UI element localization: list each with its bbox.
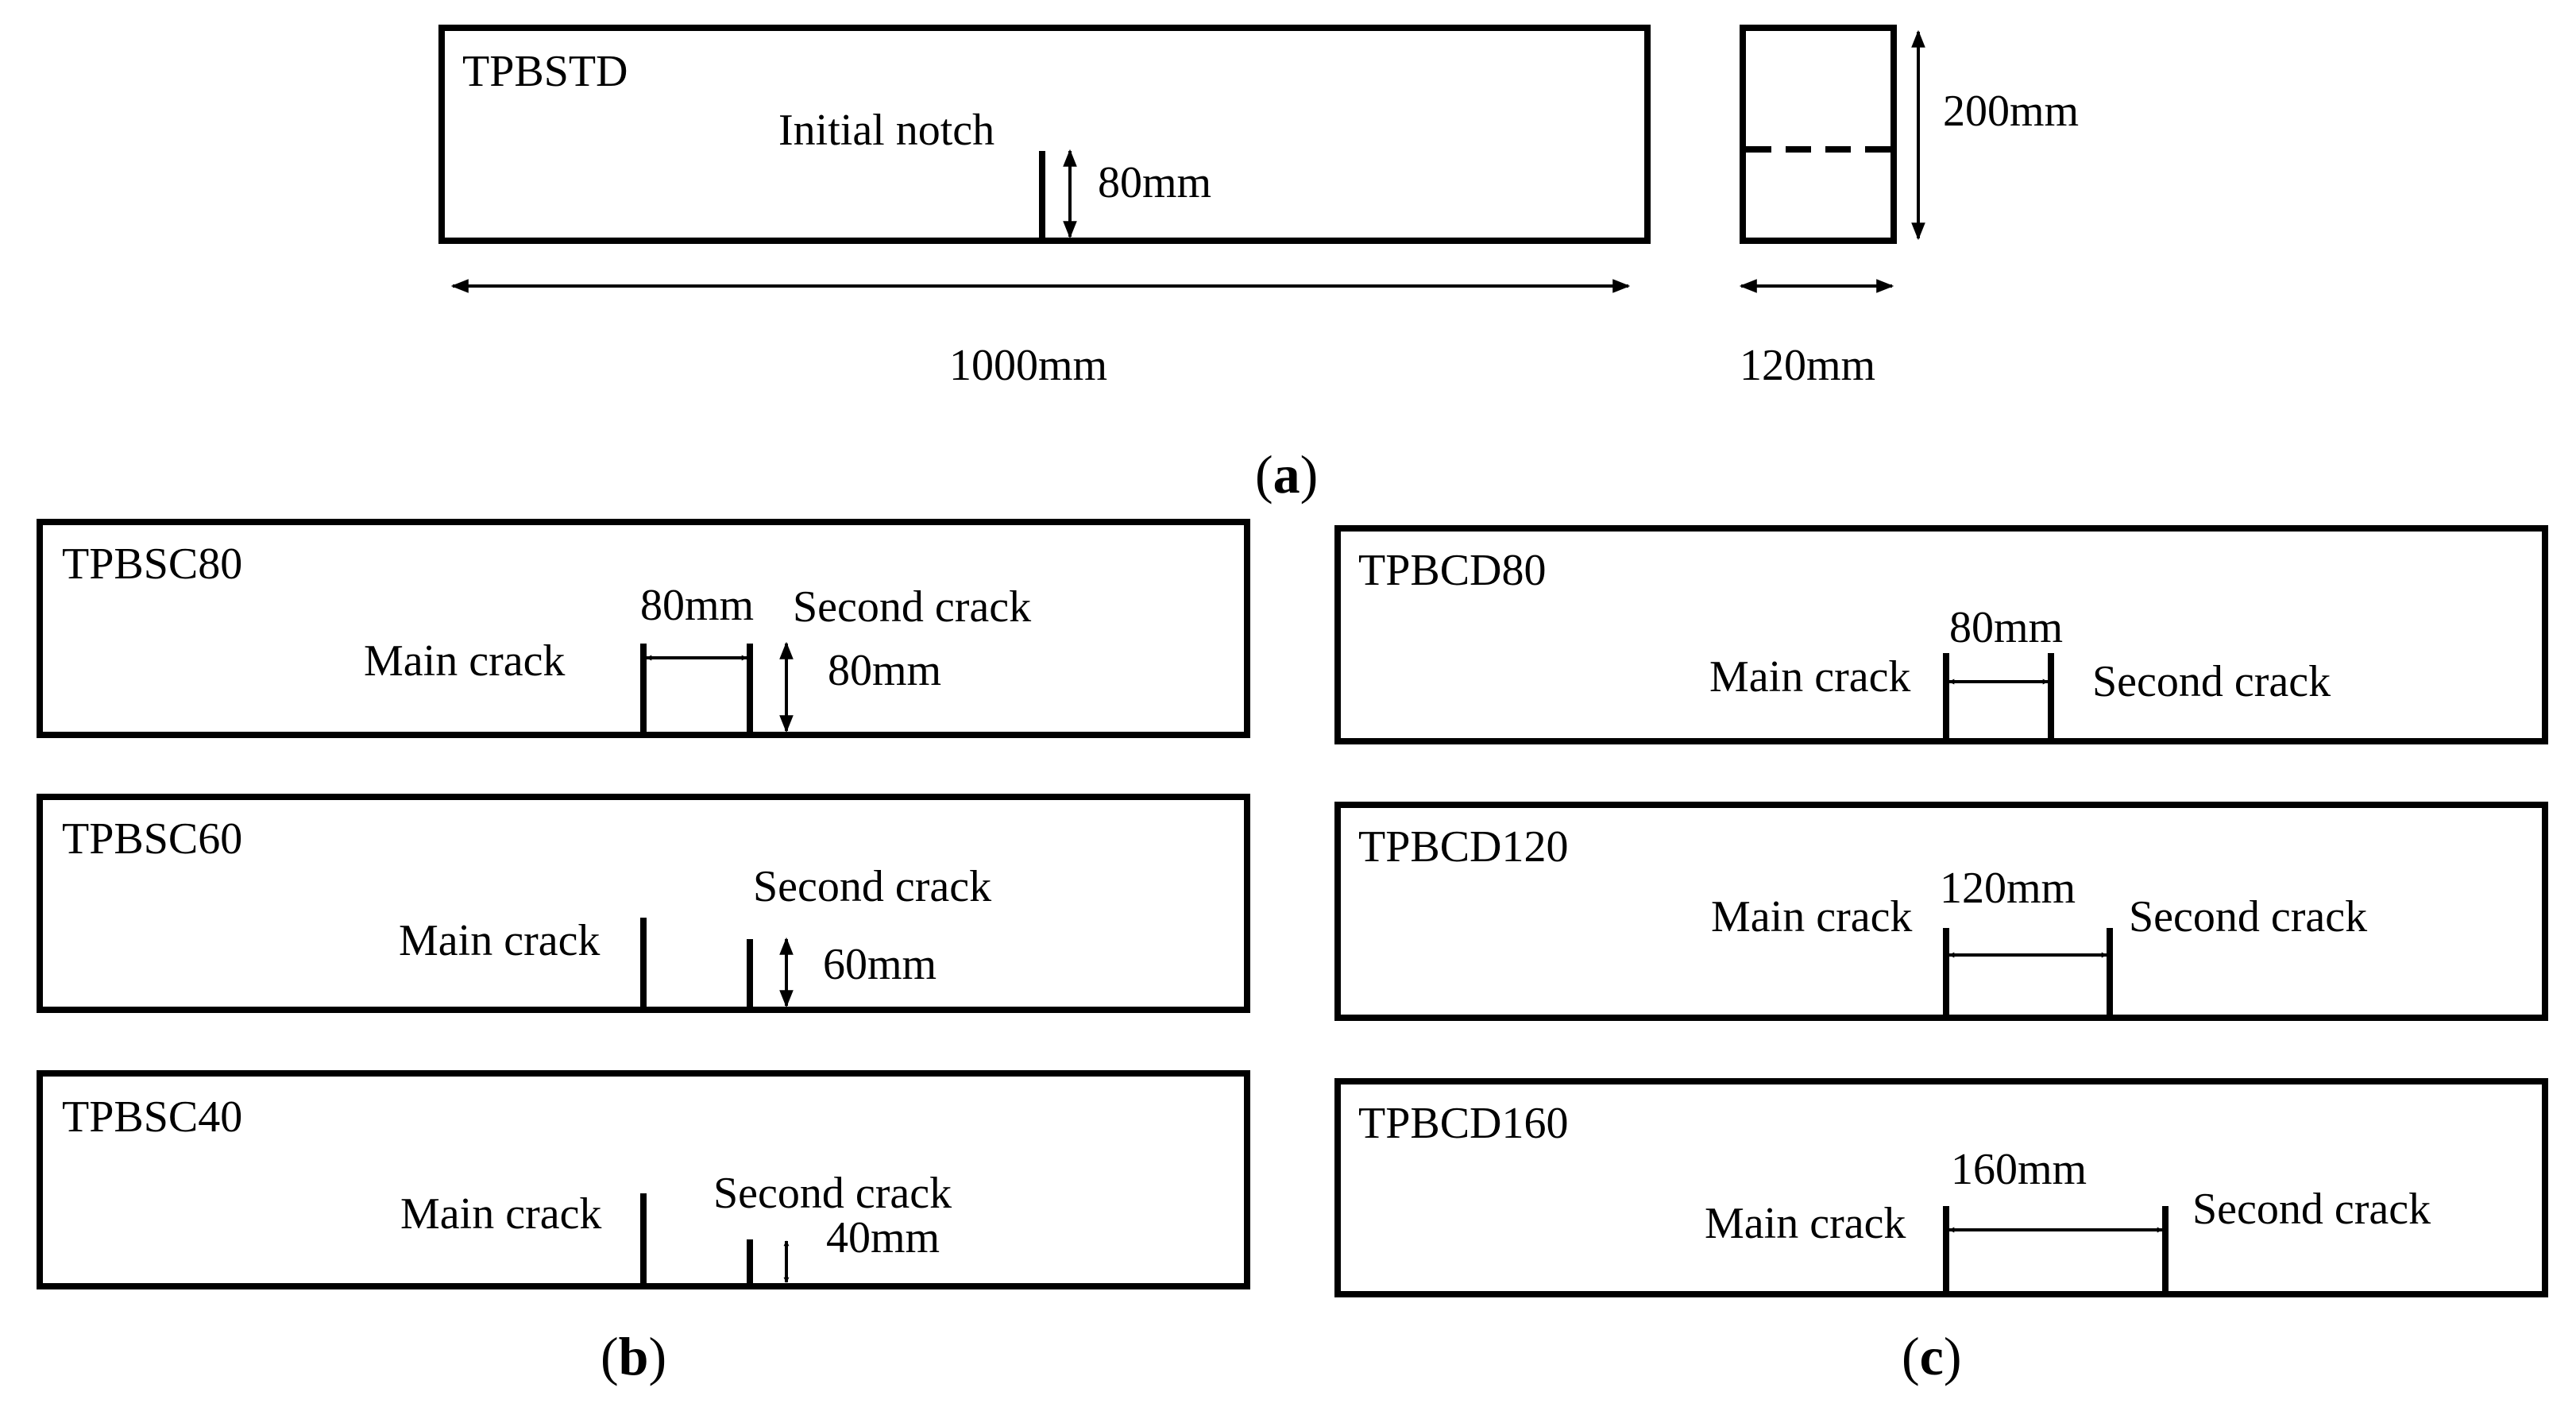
beam-outline xyxy=(1334,1078,2548,1297)
second-crack-label: Second crack xyxy=(753,862,991,911)
depth-label: 60mm xyxy=(823,940,937,989)
main-crack-label: Main crack xyxy=(1711,892,1912,941)
main-crack-label: Main crack xyxy=(364,636,565,686)
notch-label: Initial notch xyxy=(778,106,994,155)
caption-a: (a) xyxy=(1255,444,1318,505)
beam-tpbsc40: TPBSC40 Main crack Second crack 40mm xyxy=(37,1070,1250,1289)
spacing-label: 80mm xyxy=(640,581,754,630)
specimen-label: TPBSC80 xyxy=(62,539,242,589)
beam-tpbcd160: TPBCD160 Main crack 160mm Second crack xyxy=(1334,1078,2548,1297)
second-crack-label: Second crack xyxy=(2092,657,2331,706)
notch-depth-label: 80mm xyxy=(1098,158,1211,207)
beam-tpbsc80: TPBSC80 Main crack 80mm Second crack 80m… xyxy=(37,519,1250,738)
panel-c: TPBCD80 Main crack 80mm Second crack TPB… xyxy=(1334,525,2548,1386)
beam-tpbsc60: TPBSC60 Main crack Second crack 60mm xyxy=(37,794,1250,1013)
caption-b: (b) xyxy=(601,1326,666,1386)
beam-outline xyxy=(1334,802,2548,1021)
main-crack-label: Main crack xyxy=(1705,1199,1906,1248)
caption-c: (c) xyxy=(1902,1326,1962,1386)
panel-a: TPBSTD Initial notch 80mm 1000mm 200mm 1… xyxy=(438,25,2079,505)
second-crack-label: Second crack xyxy=(2129,892,2367,941)
spacing-label: 120mm xyxy=(1940,864,2076,913)
spacing-label: 80mm xyxy=(1949,603,2063,652)
main-crack-label: Main crack xyxy=(400,1189,601,1239)
second-crack-label: Second crack xyxy=(793,582,1031,632)
width-label: 120mm xyxy=(1740,341,1875,390)
specimen-label: TPBSTD xyxy=(462,47,628,96)
depth-label: 80mm xyxy=(828,646,941,695)
specimen-label: TPBCD160 xyxy=(1358,1099,1569,1148)
specimen-label: TPBSC40 xyxy=(62,1092,242,1142)
beam-outline xyxy=(1334,525,2548,744)
main-crack-label: Main crack xyxy=(1709,652,1910,702)
specimen-label: TPBCD120 xyxy=(1358,822,1569,872)
depth-label: 40mm xyxy=(826,1213,940,1262)
second-crack-label: Second crack xyxy=(713,1169,952,1218)
specimen-label: TPBSC60 xyxy=(62,814,242,864)
beam-tpbcd80: TPBCD80 Main crack 80mm Second crack xyxy=(1334,525,2548,744)
second-crack-label: Second crack xyxy=(2192,1185,2431,1234)
length-label: 1000mm xyxy=(949,341,1107,390)
panel-b: TPBSC80 Main crack 80mm Second crack 80m… xyxy=(37,519,1250,1386)
beam-tpbcd120: TPBCD120 Main crack 120mm Second crack xyxy=(1334,802,2548,1021)
height-label: 200mm xyxy=(1943,87,2079,136)
beam-cross-section xyxy=(1740,25,1897,244)
spacing-label: 160mm xyxy=(1951,1145,2087,1194)
specimen-label: TPBCD80 xyxy=(1358,546,1547,595)
main-crack-label: Main crack xyxy=(399,916,600,965)
